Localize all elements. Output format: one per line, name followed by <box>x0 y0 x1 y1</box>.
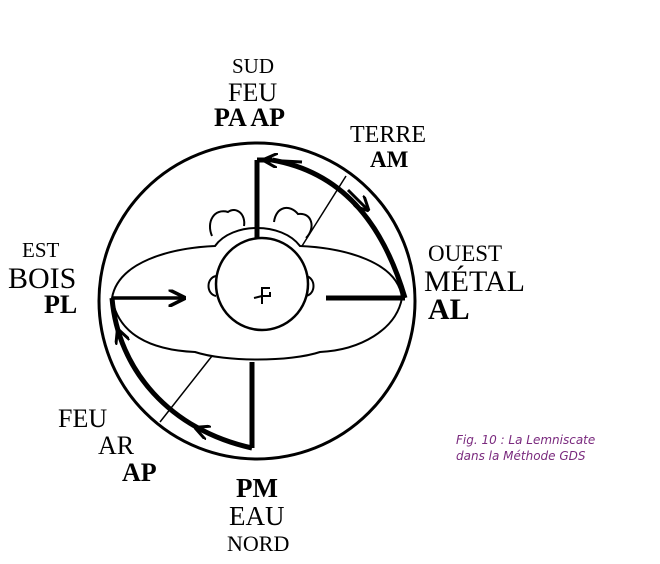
arrow-feu-bottom <box>196 428 227 442</box>
label-feu-sw: FEU <box>58 404 108 433</box>
label-nord: NORD <box>227 531 290 556</box>
label-sud-element: FEU <box>228 78 278 107</box>
label-sud: SUD <box>232 54 275 78</box>
diagonal-ne <box>301 175 347 247</box>
label-est-chain: PL <box>44 290 78 319</box>
label-feu-sw-chain1: AR <box>98 431 135 460</box>
label-terre: TERRE <box>350 122 426 148</box>
arrow-arc-feu <box>118 330 128 357</box>
crown-swirl-icon <box>253 287 271 304</box>
caption-line-1: Fig. 10 : La Lemniscate <box>456 433 596 447</box>
caption-line-2: dans la Méthode GDS <box>456 449 586 463</box>
head-circle <box>214 236 310 332</box>
figure-caption: Fig. 10 : La Lemniscate dans la Méthode … <box>456 432 646 464</box>
label-est: EST <box>22 238 60 262</box>
label-ouest-chain: AL <box>428 293 470 326</box>
left-hand <box>209 208 246 237</box>
arrow-terre <box>264 160 303 162</box>
outer-circle <box>97 141 417 461</box>
path-feu-arc <box>109 297 253 451</box>
label-nord-element: EAU <box>229 501 285 531</box>
label-feu-sw-chain2: AP <box>122 458 157 487</box>
label-ouest-element: MÉTAL <box>424 265 525 298</box>
label-ouest: OUEST <box>428 241 503 266</box>
label-sud-chain: PA AP <box>214 103 286 132</box>
label-nord-chain: PM <box>236 473 278 503</box>
diagonal-sw <box>159 355 213 423</box>
arrow-arc-terre <box>346 188 368 210</box>
right-hand <box>273 206 313 239</box>
left-ear <box>207 275 217 297</box>
label-est-element: BOIS <box>8 262 77 295</box>
label-terre-chain: AM <box>370 147 409 172</box>
